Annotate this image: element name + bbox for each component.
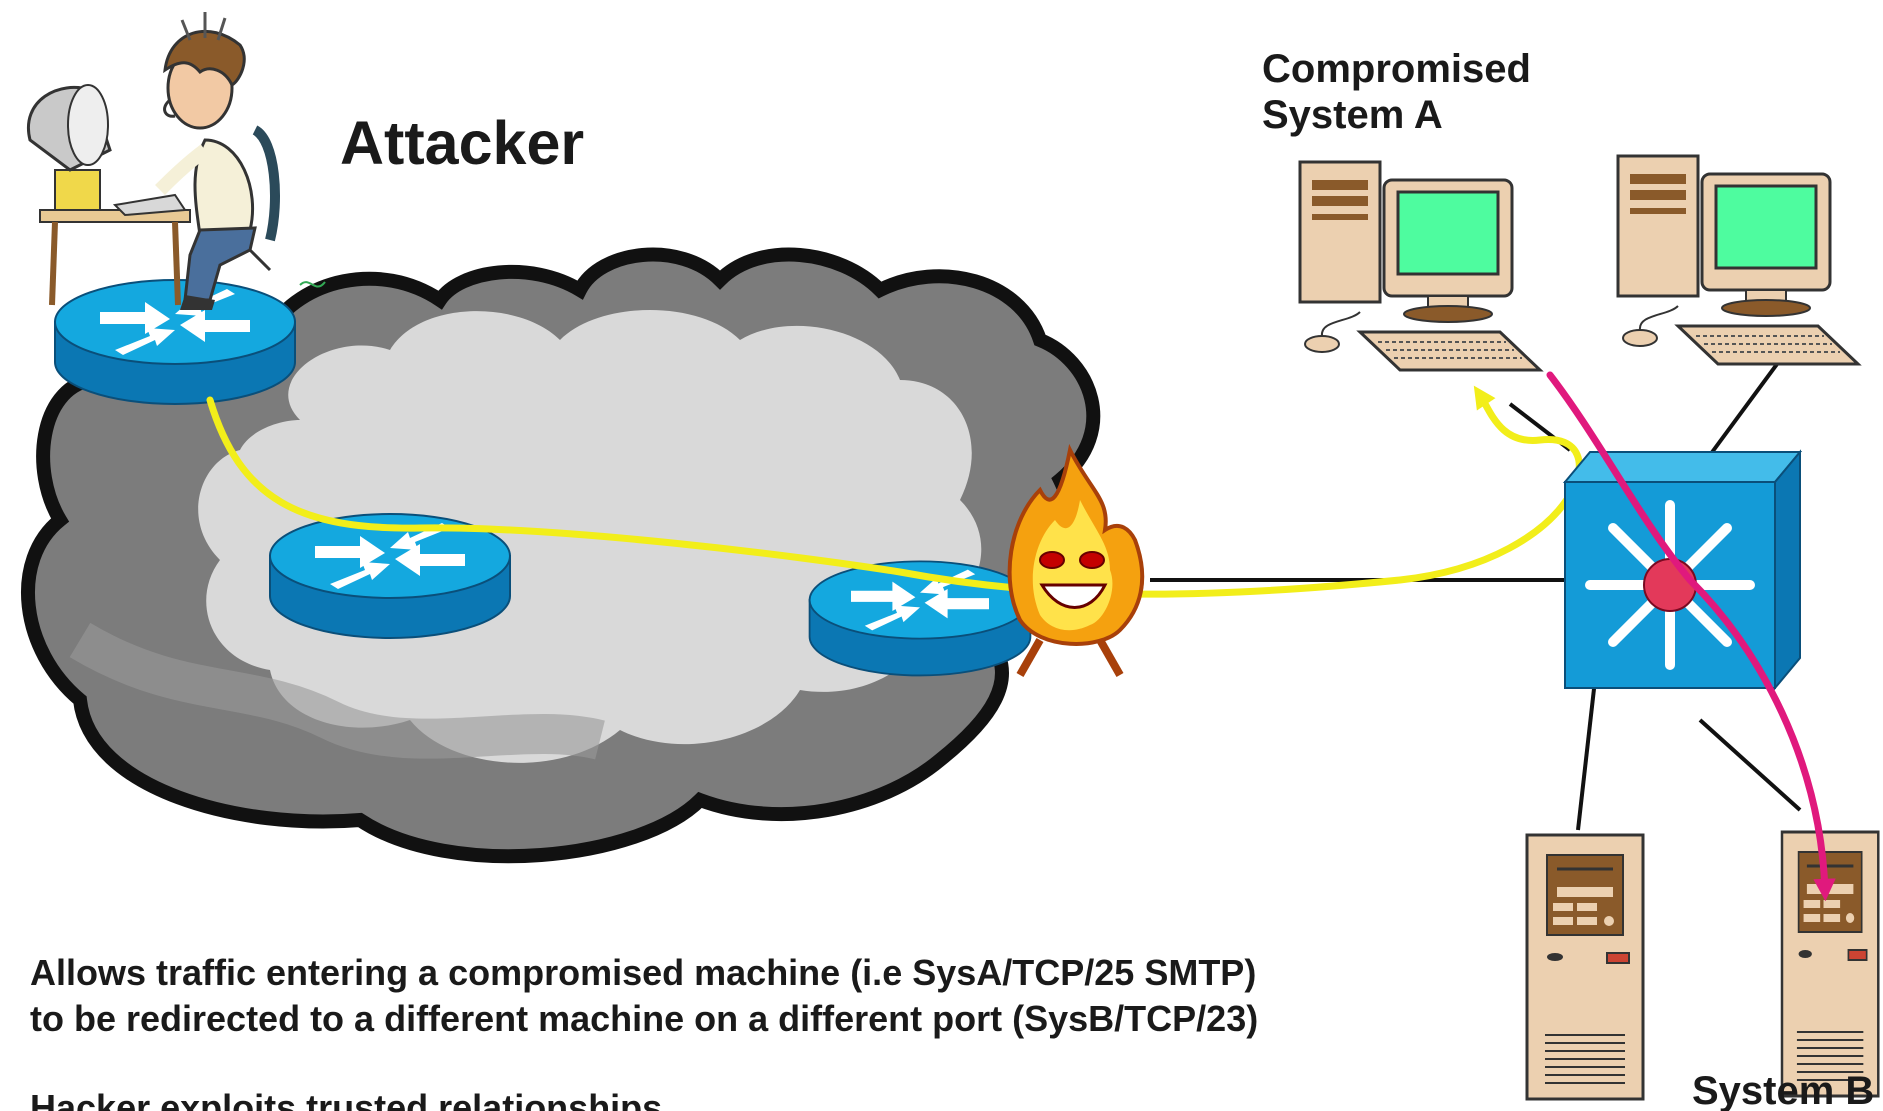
magenta-redirect-path <box>1546 371 1836 902</box>
attacker-label: Attacker <box>340 109 585 177</box>
attacker-figure <box>26 12 326 310</box>
description-line3: Hacker exploits trusted relationships <box>30 1087 663 1111</box>
system-a-label-line2: System A <box>1262 93 1443 137</box>
cloud-icon <box>20 247 1101 864</box>
router-icon-middle <box>269 513 511 639</box>
system-b-label: System B <box>1692 1069 1875 1111</box>
firewall-devil-icon <box>1007 443 1145 677</box>
system-a-label-line1: Compromised <box>1262 47 1531 91</box>
description-line1: Allows traffic entering a compromised ma… <box>30 952 1257 993</box>
workstation-icon-second <box>1616 154 1860 366</box>
tower-server-icon-system-b <box>1780 830 1880 1098</box>
description-text: Allows traffic entering a compromised ma… <box>30 950 1258 1042</box>
description-line2: to be redirected to a different machine … <box>30 998 1259 1039</box>
tower-server-icon <box>1525 833 1645 1101</box>
switch-system-b-link <box>1698 718 1802 812</box>
system-a-label: Compromised System A <box>1262 46 1531 138</box>
workstation-icon-system-a <box>1298 160 1542 372</box>
switch-server-link <box>1576 679 1597 831</box>
switch-workstation-link <box>1708 358 1782 457</box>
